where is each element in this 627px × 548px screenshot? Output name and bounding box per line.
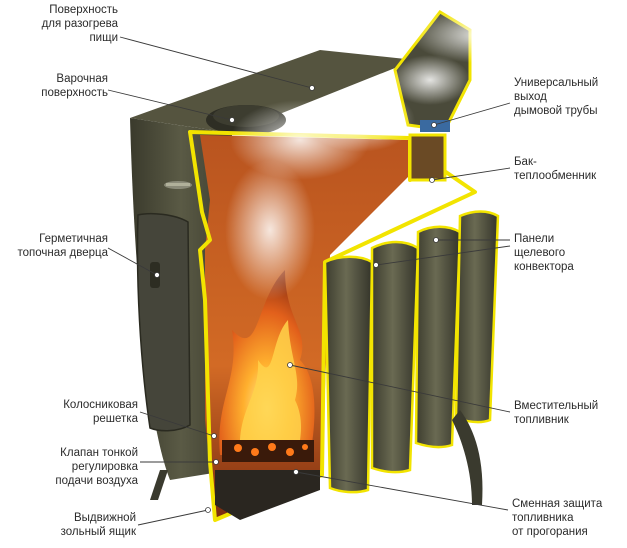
convector-fins (323, 210, 500, 494)
leader-heat-exchanger (431, 167, 511, 181)
label-replaceable-guard: Сменная защита топливника от прогорания (512, 498, 603, 538)
smoke (225, 7, 550, 300)
label-air-valve: Клапан тонкой регулировка подачи воздуха (55, 447, 138, 487)
leader-cooking-surface (107, 89, 233, 121)
label-convector-panels: Панели щелевого конвектора (514, 233, 574, 273)
label-surface-heating: Поверхность для разогрева пищи (41, 4, 118, 44)
label-firebox: Вместительный топливник (514, 400, 599, 426)
leader-ash-drawer (137, 509, 209, 526)
label-ash-drawer: Выдвижной зольный ящик (60, 512, 136, 538)
leader-grate (139, 411, 215, 437)
label-cooking-surface: Варочная поверхность (41, 73, 108, 99)
leader-surface-heating (119, 36, 313, 89)
stove-leg-left (150, 470, 168, 500)
stove-logo-icon (164, 181, 192, 189)
label-sealed-door: Герметичная топочная дверца (17, 233, 108, 259)
embers (234, 443, 308, 456)
leader-chimney (433, 102, 511, 126)
leader-convector-2 (375, 245, 511, 266)
label-grate: Колосниковая решетка (63, 399, 138, 425)
ash-drawer (215, 470, 320, 520)
label-heat-exchanger: Бак- теплообменник (514, 156, 597, 182)
stove-illustration (130, 7, 550, 522)
leader-sealed-door (107, 247, 158, 276)
heat-exchanger-tank (408, 133, 447, 182)
leader-dots (154, 85, 439, 513)
leader-guard (295, 471, 509, 511)
firebox-door (136, 212, 191, 432)
stove-leg-right (452, 410, 483, 505)
leader-firebox (289, 364, 511, 413)
leader-lines (107, 36, 511, 526)
label-chimney-outlet: Универсальный выход дымовой трубы (514, 77, 599, 117)
grate-bars (222, 440, 314, 462)
flame-inner (239, 320, 302, 452)
